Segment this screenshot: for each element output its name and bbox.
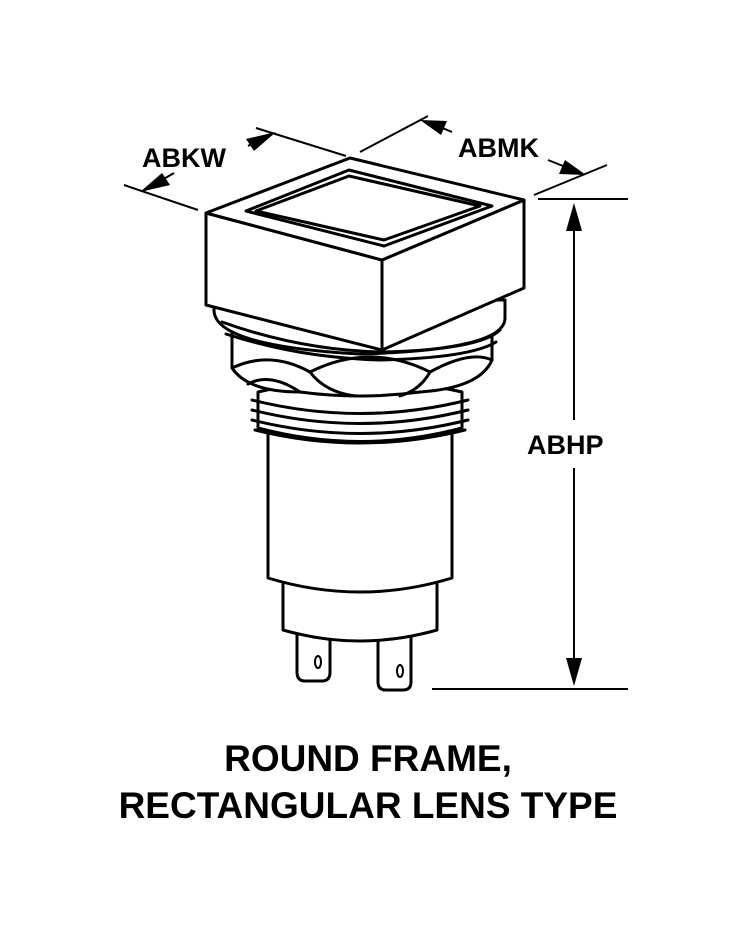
lens-window (244, 168, 494, 248)
dimension-abkw (123, 127, 347, 211)
lens-cap (204, 156, 526, 352)
terminal-left (295, 626, 332, 683)
caption-line-2: RECTANGULAR LENS TYPE (119, 785, 618, 826)
threaded-section (250, 378, 470, 445)
abhp-label: ABHP (527, 430, 604, 460)
cylinder-body (266, 430, 454, 594)
terminal-right (376, 630, 413, 692)
abkw-label: ABKW (142, 143, 226, 173)
abmk-label: ABMK (458, 133, 539, 163)
dimension-abmk (359, 115, 608, 196)
caption-line-1: ROUND FRAME, (224, 738, 512, 779)
dimension-abhp (432, 198, 628, 690)
lower-housing (281, 576, 439, 643)
